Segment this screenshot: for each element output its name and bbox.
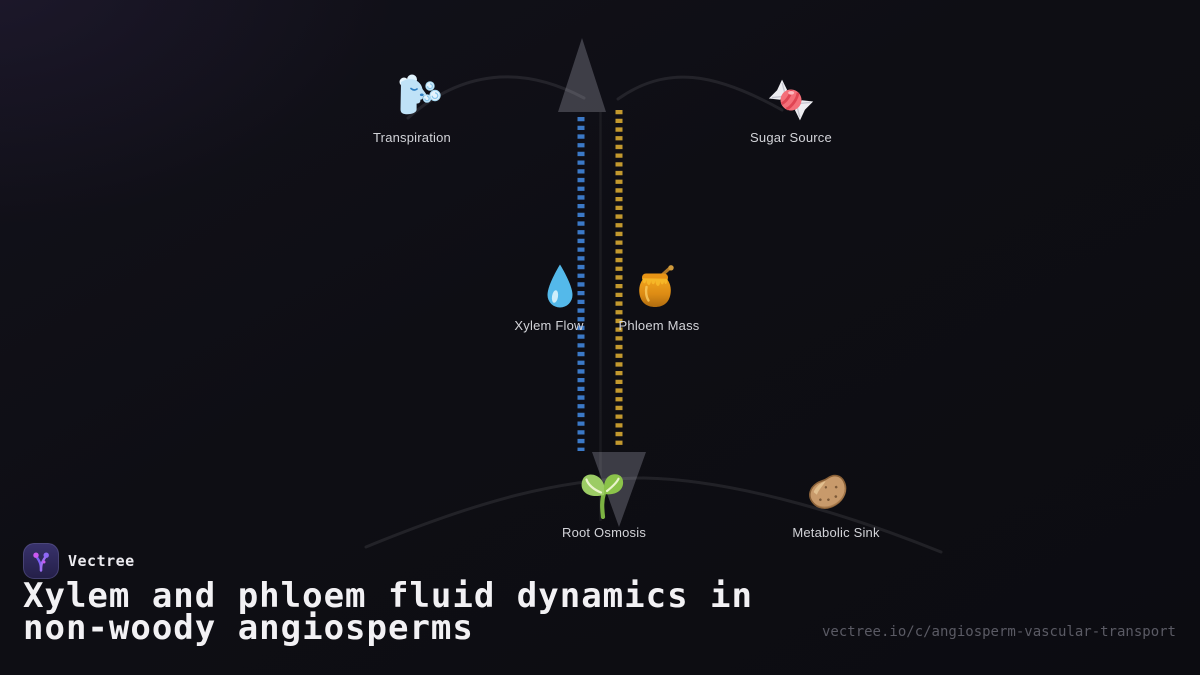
brand-name: Vectree [68,552,135,570]
wind-face-icon [399,74,441,115]
honey-pot-icon [639,265,674,307]
node-label-sugar-source: Sugar Source [750,130,832,145]
node-label-phloem-mass: Phloem Mass [618,318,700,333]
potato-icon [809,474,847,509]
share-url: vectree.io/c/angiosperm-vascular-transpo… [821,624,1176,640]
seedling-icon [581,474,624,519]
node-label-xylem-flow: Xylem Flow [514,318,584,333]
node-label-transpiration: Transpiration [373,130,451,145]
link-root-sink-curve [364,476,943,554]
link-sugar-source-curve [616,75,784,112]
candy-icon [768,79,814,121]
vectree-branch-icon [23,543,59,579]
node-label-metabolic-sink: Metabolic Sink [792,525,880,540]
node-label-root-osmosis: Root Osmosis [561,525,647,540]
card-title: Xylem and phloem fluid dynamics in non-w… [23,576,753,648]
xylem-up-arrowhead [558,38,606,112]
droplet-icon [547,264,573,308]
